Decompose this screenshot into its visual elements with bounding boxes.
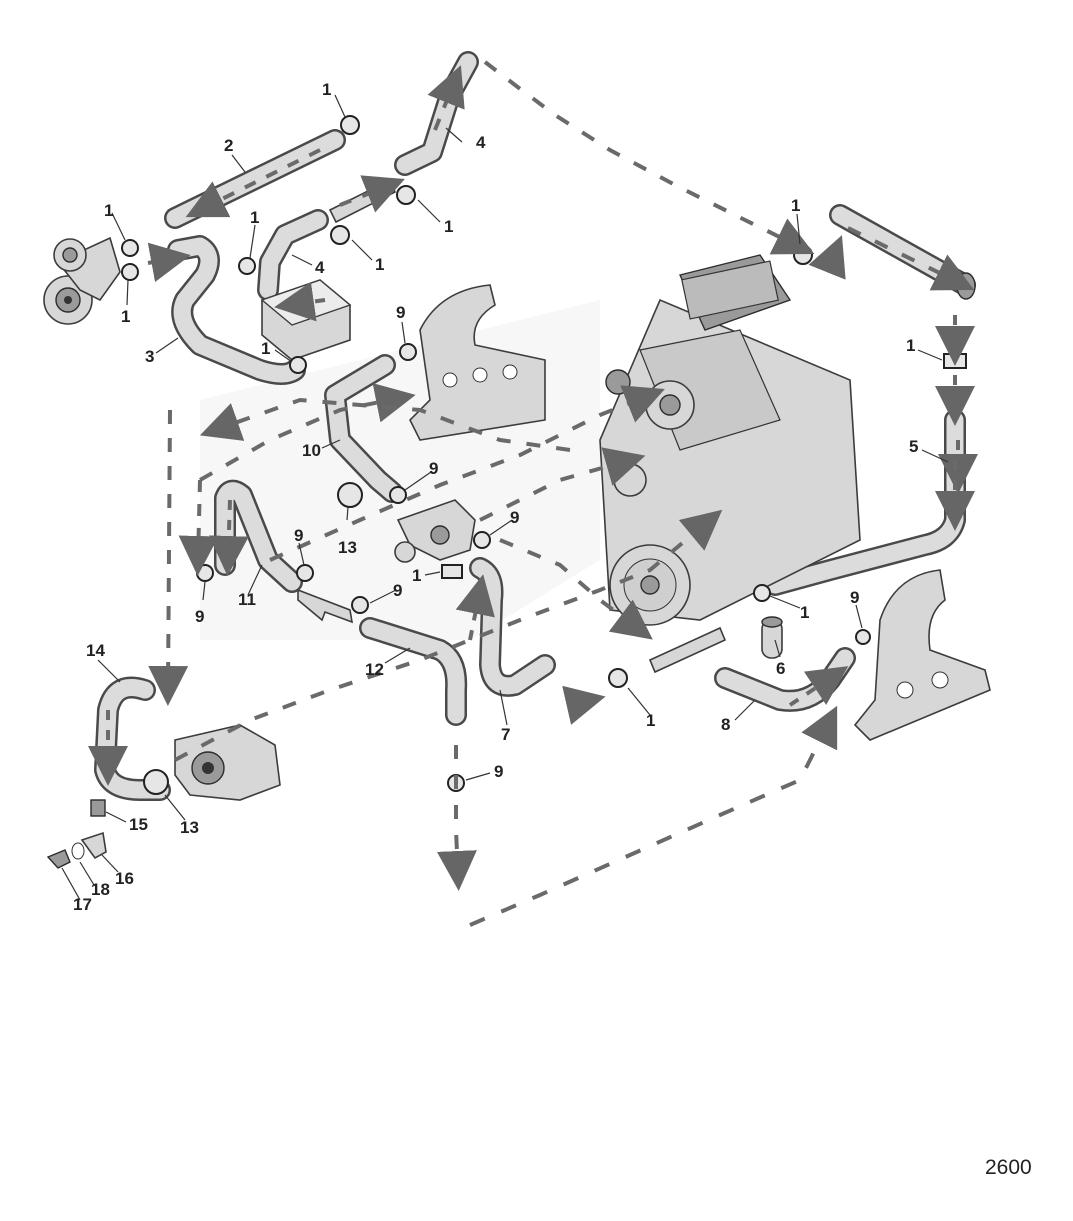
hose-3 [167, 235, 306, 385]
callout-labels: 1 2 4 1 1 1 1 1 4 3 1 9 1 1 5 10 9 9 13 … [73, 80, 918, 914]
callout-13-lower: 13 [180, 818, 199, 837]
hose-11 [214, 479, 303, 593]
callout-17: 17 [73, 895, 92, 914]
callout-3: 3 [145, 347, 154, 366]
callout-16: 16 [115, 869, 134, 888]
callout-9-a: 9 [429, 459, 438, 478]
callout-1-top: 1 [322, 80, 331, 99]
callout-9-b: 9 [510, 508, 519, 527]
callout-9-c: 9 [294, 526, 303, 545]
seawater-pump [43, 236, 121, 325]
callout-4-top: 4 [476, 133, 486, 152]
exhaust-manifold-left [409, 284, 546, 441]
callout-15: 15 [129, 815, 148, 834]
callout-1-left-lower: 1 [121, 307, 130, 326]
callout-18: 18 [91, 880, 110, 899]
exhaust-manifold-right [853, 569, 991, 741]
circulating-pump [174, 724, 281, 801]
flow-arrows [147, 60, 978, 927]
callout-1-center: 1 [412, 566, 421, 585]
callout-5: 5 [909, 437, 918, 456]
leader-lines [61, 94, 949, 901]
callout-9-right: 9 [850, 588, 859, 607]
callout-4-mid: 4 [315, 258, 325, 277]
hose-12 [359, 617, 468, 726]
callout-1-mid-b: 1 [375, 255, 384, 274]
callout-13-upper: 13 [338, 538, 357, 557]
callout-9-top: 9 [396, 303, 405, 322]
callout-9-d: 9 [195, 607, 204, 626]
callout-1-box: 1 [261, 339, 270, 358]
callout-8: 8 [721, 715, 730, 734]
hose-4-upper [394, 51, 479, 176]
callout-9-bottom: 9 [494, 762, 503, 781]
figure-number: 2600 [985, 1156, 1032, 1179]
callout-11: 11 [238, 590, 256, 609]
hose-flow-indicators [88, 65, 975, 786]
callout-12: 12 [365, 660, 384, 679]
thermostat-housing [394, 499, 476, 563]
callout-1-left-upper: 1 [104, 201, 113, 220]
callout-1-right-top: 1 [791, 196, 800, 215]
fuel-cooler-lower [648, 626, 727, 674]
callout-6: 6 [776, 659, 785, 678]
hose-2 [164, 129, 346, 229]
callout-10: 10 [302, 441, 321, 460]
callout-14: 14 [86, 641, 105, 660]
callout-1-mid-a: 1 [250, 208, 259, 227]
callout-9-e: 9 [393, 581, 402, 600]
callout-2: 2 [224, 136, 233, 155]
callout-1-bottom: 1 [646, 711, 655, 730]
hose-4-lower [257, 209, 329, 301]
callout-1-right-mid: 1 [906, 336, 915, 355]
tee-fitting [297, 588, 354, 624]
callout-1-mid-c: 1 [444, 217, 453, 236]
callout-7: 7 [501, 725, 510, 744]
callout-1-lower-right: 1 [800, 603, 809, 622]
drain-fittings [46, 799, 107, 869]
